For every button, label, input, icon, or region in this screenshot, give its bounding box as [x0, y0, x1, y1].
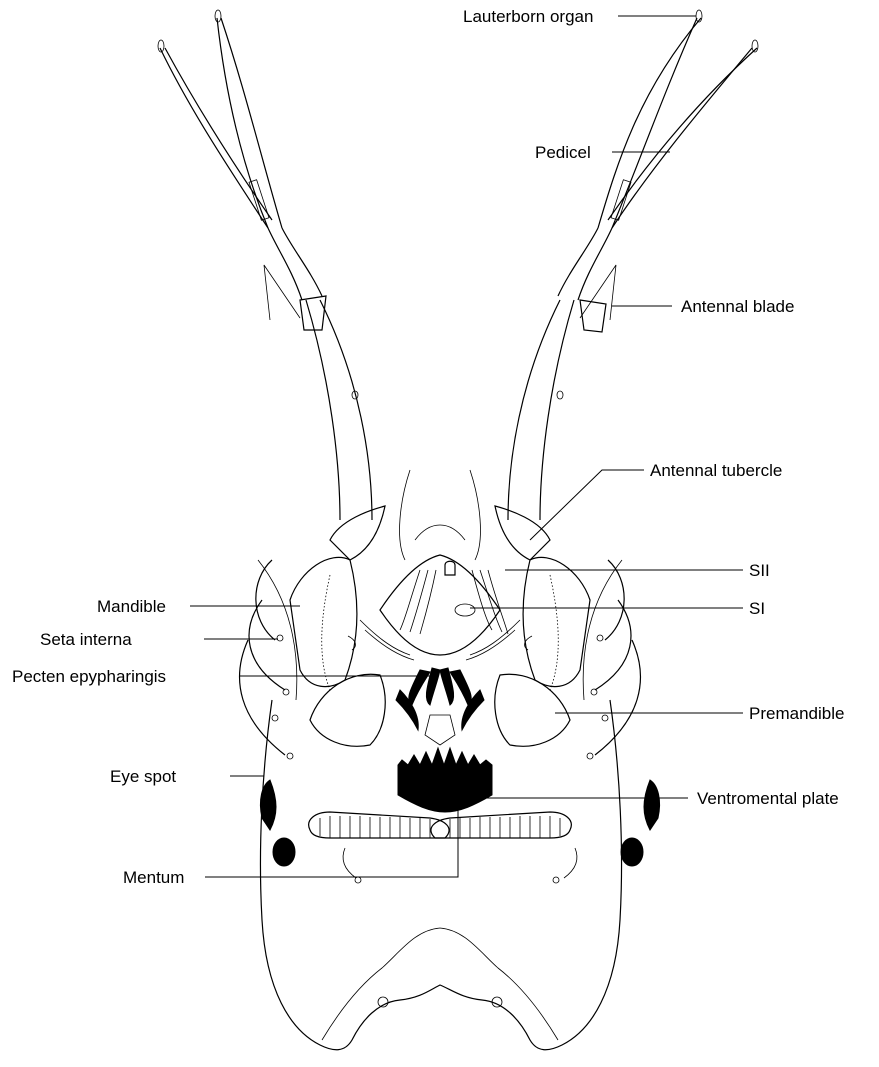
mandible-inner-right — [550, 575, 558, 690]
eye-spot-right — [621, 780, 660, 866]
ventromental-plate-left — [309, 812, 449, 838]
label-lauterborn-organ: Lauterborn organ — [463, 7, 593, 26]
eye-spot-left — [260, 780, 295, 866]
leader-lines — [190, 16, 743, 877]
lateral-contour-left — [258, 560, 297, 700]
label-premandible: Premandible — [749, 704, 844, 723]
pecten-epypharingis — [396, 668, 484, 745]
lateral-contour-right — [583, 560, 622, 700]
label-eye-spot: Eye spot — [110, 767, 176, 786]
label-antennal-tubercle: Antennal tubercle — [650, 461, 782, 480]
antennal-tubercle-left — [330, 506, 385, 560]
submental-seta-right — [564, 848, 577, 878]
label-mentum: Mentum — [123, 868, 184, 887]
label-pecten-epypharingis: Pecten epypharingis — [12, 667, 166, 686]
premandible-right — [495, 674, 570, 746]
antennal-tubercle-right — [495, 506, 550, 560]
label-ventromental-plate: Ventromental plate — [697, 789, 839, 808]
mandible-inner-left — [322, 575, 330, 690]
labrum-outline-right — [470, 470, 480, 560]
label-pedicel: Pedicel — [535, 143, 591, 162]
premandible-left — [310, 674, 385, 746]
label-seta-interna: Seta interna — [40, 630, 132, 649]
occipital-notch — [322, 928, 558, 1040]
submental-seta-base-right — [553, 877, 559, 883]
labrum-outline-left — [400, 470, 410, 560]
mandible-left — [290, 557, 357, 686]
mentum-plate — [398, 748, 492, 812]
antenna-right — [508, 10, 758, 520]
submental-seta-left — [343, 848, 356, 878]
ventromental-plate-right — [431, 812, 571, 838]
si-setae — [360, 604, 520, 660]
label-antennal-blade: Antennal blade — [681, 297, 794, 316]
lateral-setae-left — [240, 560, 293, 759]
mandible-right — [523, 557, 590, 686]
label-mandible: Mandible — [97, 597, 166, 616]
submental-seta-base-left — [355, 877, 361, 883]
antenna-left — [158, 10, 372, 520]
label-sii: SII — [749, 561, 770, 580]
label-si: SI — [749, 599, 765, 618]
labrum-mid — [415, 525, 465, 540]
